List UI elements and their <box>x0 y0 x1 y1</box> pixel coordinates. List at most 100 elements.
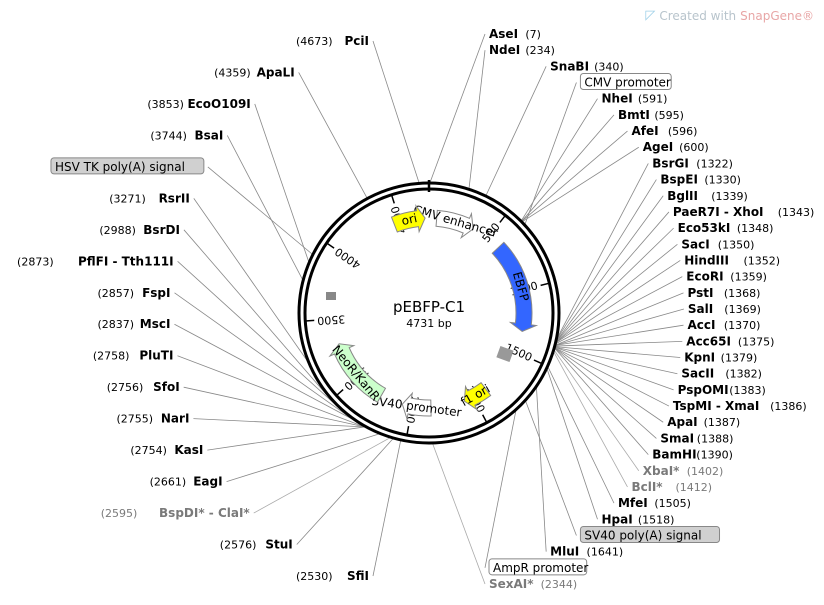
enzyme-position: (1386) <box>770 400 807 413</box>
enzyme-position: (1375) <box>738 335 775 348</box>
leader-line <box>556 276 683 344</box>
site-label: PspOMI(1383) <box>678 383 766 397</box>
ruler-tick <box>481 414 488 424</box>
feature-arrow <box>401 391 432 421</box>
enzyme-position: (2837) <box>97 318 134 331</box>
leader-line <box>556 260 681 343</box>
leader-line <box>555 324 684 346</box>
enzyme-name: EcoRI <box>686 270 723 284</box>
ruler-tick <box>390 194 395 204</box>
site-label: EagI (2661) <box>150 475 223 489</box>
feature-marker <box>326 292 336 300</box>
site-label: PluTI(2758) <box>93 349 174 363</box>
enzyme-position: (596) <box>668 125 698 138</box>
enzyme-name: EagI <box>193 475 222 489</box>
site-label: SexAI*(2344) <box>489 577 577 591</box>
enzyme-name: BamHI <box>652 448 696 462</box>
leader-line <box>555 347 670 407</box>
site-label: BglII(1339) <box>667 189 748 203</box>
leader-line <box>226 135 303 280</box>
enzyme-name: StuI <box>265 538 292 552</box>
leader-line <box>547 367 615 504</box>
ruler-tick <box>305 319 315 322</box>
ruler-tick <box>499 214 507 223</box>
enzyme-name: AseI <box>489 27 518 41</box>
site-label: KpnI (1379) <box>684 351 757 365</box>
plasmid-name: pEBFP-C1 <box>393 298 465 316</box>
site-label: BsaI (3744) <box>150 128 223 142</box>
plasmid-size: 4731 bp <box>406 317 451 330</box>
leader-line <box>298 72 368 198</box>
enzyme-position: (2344) <box>541 578 578 591</box>
feature-arrow <box>390 203 426 234</box>
leader-line <box>174 292 350 418</box>
leader-line <box>555 292 684 346</box>
site-label: SfoI(2756) <box>107 380 180 394</box>
site-label: SacII(1382) <box>681 367 762 381</box>
feature-arrow <box>463 381 492 412</box>
enzyme-name: SmaI <box>660 431 694 445</box>
enzyme-position: (1379) <box>721 352 758 365</box>
tick-label: 4000 <box>333 245 363 272</box>
enzyme-position: (1370) <box>724 319 761 332</box>
site-label: MscI (2837) <box>97 317 170 331</box>
enzyme-name: BsaI <box>194 128 223 142</box>
site-label: AfeI(596) <box>631 124 697 138</box>
ruler-tick <box>533 359 543 365</box>
feature-label: ori <box>400 211 418 228</box>
enzyme-name: KasI <box>174 443 203 457</box>
enzyme-position: (1388) <box>697 432 734 445</box>
enzyme-position: (2661) <box>150 476 187 489</box>
enzyme-name: NheI <box>601 92 632 106</box>
leader-line <box>372 440 401 577</box>
enzyme-name: BsrDI <box>143 223 180 237</box>
leader-line <box>556 195 664 341</box>
feature-label: CMV enhancer <box>412 202 500 240</box>
enzyme-name: SalI <box>688 302 713 316</box>
leader-line <box>372 40 420 183</box>
enzyme-name: SacI <box>681 237 709 251</box>
leader-line <box>254 103 309 262</box>
site-label: PstI(1368) <box>687 286 760 300</box>
enzyme-position: (1412) <box>675 481 712 494</box>
leader-line <box>468 50 486 189</box>
enzyme-position: (1505) <box>654 497 691 510</box>
leader-line <box>193 418 365 428</box>
leader-line <box>207 166 313 255</box>
enzyme-name: NarI <box>161 412 190 426</box>
leader-line <box>555 346 681 358</box>
enzyme-name: EcoO109I <box>187 97 250 111</box>
enzyme-position: (1339) <box>711 190 748 203</box>
enzyme-name: TspMI - XmaI <box>673 399 759 413</box>
leader-line <box>177 260 348 416</box>
enzyme-name: KpnI <box>684 351 715 365</box>
enzyme-position: (1350) <box>718 238 755 251</box>
snapgene-watermark: ◸ Created with SnapGene® <box>645 8 814 23</box>
leader-line <box>193 198 308 361</box>
site-label: ApaI(1387) <box>667 415 740 429</box>
enzyme-name: XbaI* <box>643 464 680 478</box>
enzyme-position: (1368) <box>724 287 761 300</box>
ruler-tick <box>335 388 344 397</box>
site-label: XbaI*(1402) <box>643 464 724 478</box>
enzyme-name: PspOMI <box>678 383 729 397</box>
leader-line <box>429 33 486 183</box>
enzyme-name: FspI <box>142 286 170 300</box>
site-label: SV40 poly(A) signal <box>579 525 721 543</box>
site-label: EcoO109I(3853) <box>147 97 250 111</box>
enzyme-position: (1518) <box>638 513 675 526</box>
feature-arrow <box>328 343 387 403</box>
enzyme-position: (3744) <box>150 129 187 142</box>
enzyme-position: (2857) <box>98 287 135 300</box>
leader-line <box>557 179 657 339</box>
site-label: BclI*(1412) <box>631 480 712 494</box>
site-label: CMV promoter <box>579 73 672 91</box>
enzyme-name: MscI <box>140 317 171 331</box>
enzyme-position: (595) <box>654 109 684 122</box>
leader-line <box>177 355 364 427</box>
enzyme-position: (1382) <box>725 368 762 381</box>
leader-line <box>521 114 615 222</box>
ruler-tick <box>540 282 550 287</box>
enzyme-name: HindIII <box>684 253 729 267</box>
